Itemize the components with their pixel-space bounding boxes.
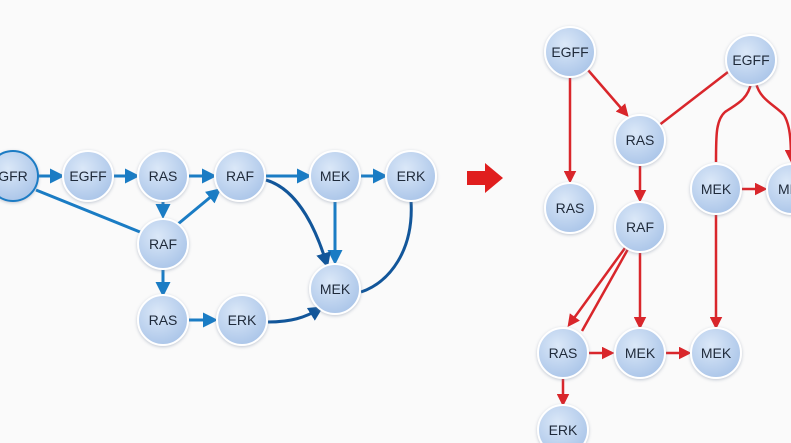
node-label: EGFF	[551, 44, 588, 60]
node-r-egff-right: EGFF	[725, 34, 777, 86]
red-transition-arrow-icon	[467, 163, 503, 193]
node-label: RAS	[626, 132, 655, 148]
node-label: RAS	[556, 200, 585, 216]
node-label: MEK	[320, 168, 351, 184]
edge-r-raf-ras3	[567, 247, 627, 328]
edge-r-egff2-mek1	[714, 82, 753, 163]
node-raf-lower: RAF	[137, 218, 189, 270]
node-label: EGFF	[732, 52, 769, 68]
node-raf: RAF	[214, 150, 266, 202]
node-label: MEK	[625, 345, 656, 361]
node-r-ras: RAS	[614, 114, 666, 166]
node-r-mek-bottom-right: MEK	[690, 327, 742, 379]
node-label: RAF	[226, 168, 254, 184]
edge-r-raf-ras3b	[580, 248, 630, 332]
node-label: ERK	[549, 422, 578, 438]
node-ras-lower: RAS	[137, 294, 189, 346]
left-graph-edges-dark	[265, 178, 413, 324]
node-r-me-cut: ME	[766, 163, 791, 215]
node-erk: ERK	[385, 150, 437, 202]
edge-erk2-mek2	[267, 306, 324, 324]
node-label: RAS	[549, 345, 578, 361]
node-label: ERK	[397, 168, 426, 184]
right-graph-edges	[556, 69, 791, 407]
node-label: ME	[778, 181, 791, 197]
left-graph-nodes: GFR EGFF RAS RAF MEK ERK RAF MEK	[0, 150, 437, 346]
right-graph-nodes: EGFF EGFF RAS RAS MEK ME RAF RAS	[537, 26, 791, 443]
node-egff: EGFF	[62, 150, 114, 202]
node-mek: MEK	[309, 150, 361, 202]
node-label: MEK	[320, 281, 351, 297]
node-gfr: GFR	[0, 150, 39, 202]
node-r-egff: EGFF	[544, 26, 596, 78]
node-r-ras-bottom: RAS	[537, 327, 589, 379]
node-label: MEK	[701, 345, 732, 361]
edge-erk1-mek2	[360, 200, 413, 294]
edge-r-egff2-me	[754, 82, 791, 163]
node-r-raf: RAF	[614, 201, 666, 253]
node-mek-lower: MEK	[309, 263, 361, 315]
node-label: RAF	[149, 236, 177, 252]
node-label: RAS	[149, 312, 178, 328]
edge-raf1-mek2	[265, 178, 331, 268]
node-ras: RAS	[137, 150, 189, 202]
node-label: GFR	[0, 168, 28, 184]
node-r-mek: MEK	[690, 163, 742, 215]
node-label: MEK	[701, 181, 732, 197]
left-graph-edges	[35, 168, 388, 328]
node-label: RAF	[626, 219, 654, 235]
node-label: EGFF	[69, 168, 106, 184]
transition-arrow	[467, 163, 503, 193]
edge-r-egff1-ras1	[587, 69, 629, 117]
edge-r-egff2-ras1	[657, 71, 729, 127]
node-label: RAS	[149, 168, 178, 184]
edge-raf2-raf1	[177, 188, 222, 226]
node-r-erk: ERK	[537, 404, 589, 443]
node-r-ras-left: RAS	[544, 182, 596, 234]
node-r-mek-bottom: MEK	[614, 327, 666, 379]
node-erk-lower: ERK	[216, 294, 268, 346]
edge-gfr-raf2	[35, 188, 141, 234]
node-label: ERK	[228, 312, 257, 328]
